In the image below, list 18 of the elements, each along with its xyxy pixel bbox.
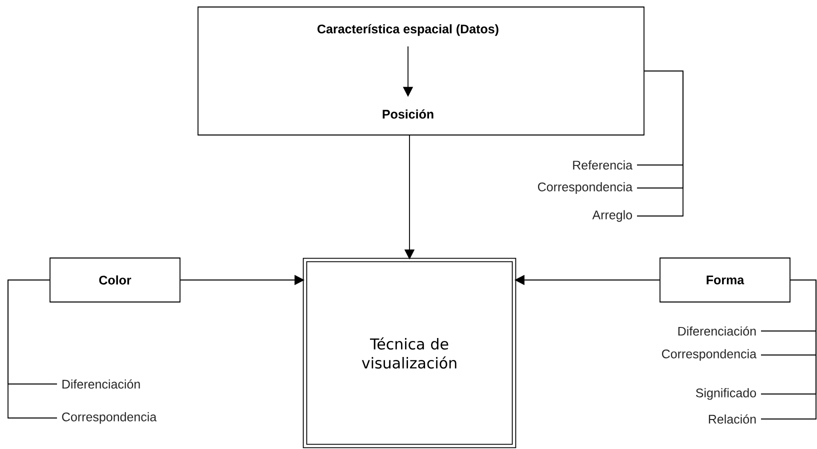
outer-box [198, 6, 644, 136]
list-item: Arreglo [592, 210, 632, 222]
list-item: Diferenciación [62, 379, 140, 389]
list-item: Referencia [573, 160, 633, 170]
list-item: Correspondencia [538, 182, 633, 194]
connector-line [760, 280, 816, 420]
list-item: Correspondencia [62, 412, 157, 424]
list-item: Relación [708, 414, 756, 424]
label-text: Posición [382, 109, 434, 119]
label-text: Característica espacial (Datos) [318, 24, 498, 36]
connector-line [636, 70, 684, 216]
list-item: Correspondencia [662, 349, 757, 361]
process-box: Color [50, 258, 180, 302]
connector-line [8, 280, 58, 418]
list-item: Significado [696, 388, 756, 400]
double-bordered-box: Técnica de visualización [302, 258, 516, 448]
process-box: Forma [660, 258, 790, 302]
list-item: Diferenciación [678, 326, 756, 336]
